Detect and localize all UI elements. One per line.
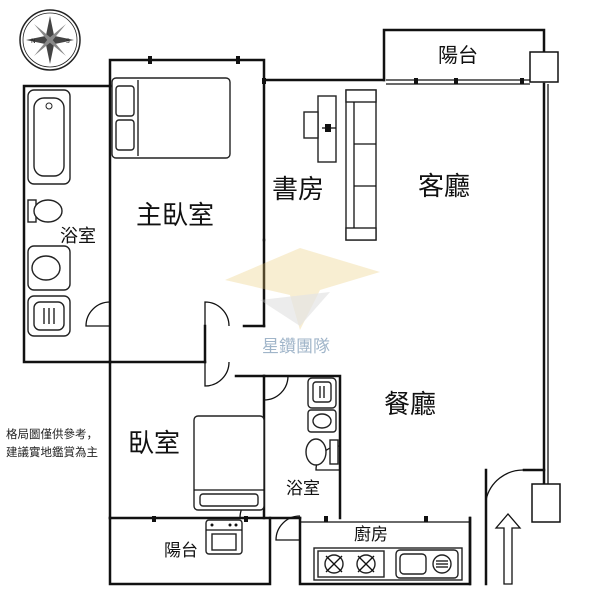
compass-icon: N S bbox=[19, 9, 81, 71]
disclaimer-line-2: 建議實地鑑賞為主 bbox=[6, 445, 98, 459]
entry-arrow-icon bbox=[494, 513, 522, 585]
label-balcony-bottom: 陽台 bbox=[164, 541, 198, 561]
kitchen-sink-icon bbox=[395, 549, 459, 579]
label-balcony-top: 陽台 bbox=[438, 43, 478, 67]
window-ticks bbox=[148, 56, 524, 522]
disclaimer-line-1: 格局圖僅供參考， bbox=[6, 427, 98, 441]
sink-icon bbox=[27, 245, 71, 291]
structural-columns bbox=[529, 51, 561, 523]
double-bed-icon bbox=[111, 77, 231, 159]
single-bed-icon bbox=[193, 415, 265, 511]
label-bath-left: 浴室 bbox=[60, 226, 96, 247]
sofa-icon bbox=[345, 89, 377, 241]
washing-machine-icon bbox=[205, 519, 243, 555]
watermark-text: 星鑽團隊 bbox=[262, 337, 330, 357]
label-living-room: 客廳 bbox=[418, 172, 470, 202]
label-bedroom: 臥室 bbox=[128, 429, 180, 459]
bathtub-icon bbox=[27, 89, 71, 185]
toilet-icon bbox=[27, 199, 63, 223]
kitchen-counter bbox=[313, 547, 463, 581]
label-bath-center: 浴室 bbox=[286, 479, 320, 499]
compass-label-n: N bbox=[31, 38, 36, 45]
label-kitchen: 廚房 bbox=[354, 524, 388, 545]
watermark-logo bbox=[225, 248, 380, 330]
label-dining-room: 餐廳 bbox=[384, 390, 436, 420]
label-study: 書房 bbox=[272, 175, 324, 205]
label-master-bedroom: 主臥室 bbox=[136, 201, 214, 231]
compass-label-s: S bbox=[66, 38, 70, 45]
center-bath-fixtures bbox=[305, 377, 339, 466]
desk-icon bbox=[303, 95, 337, 163]
stove-icon bbox=[317, 550, 385, 578]
shower-icon bbox=[27, 295, 71, 337]
